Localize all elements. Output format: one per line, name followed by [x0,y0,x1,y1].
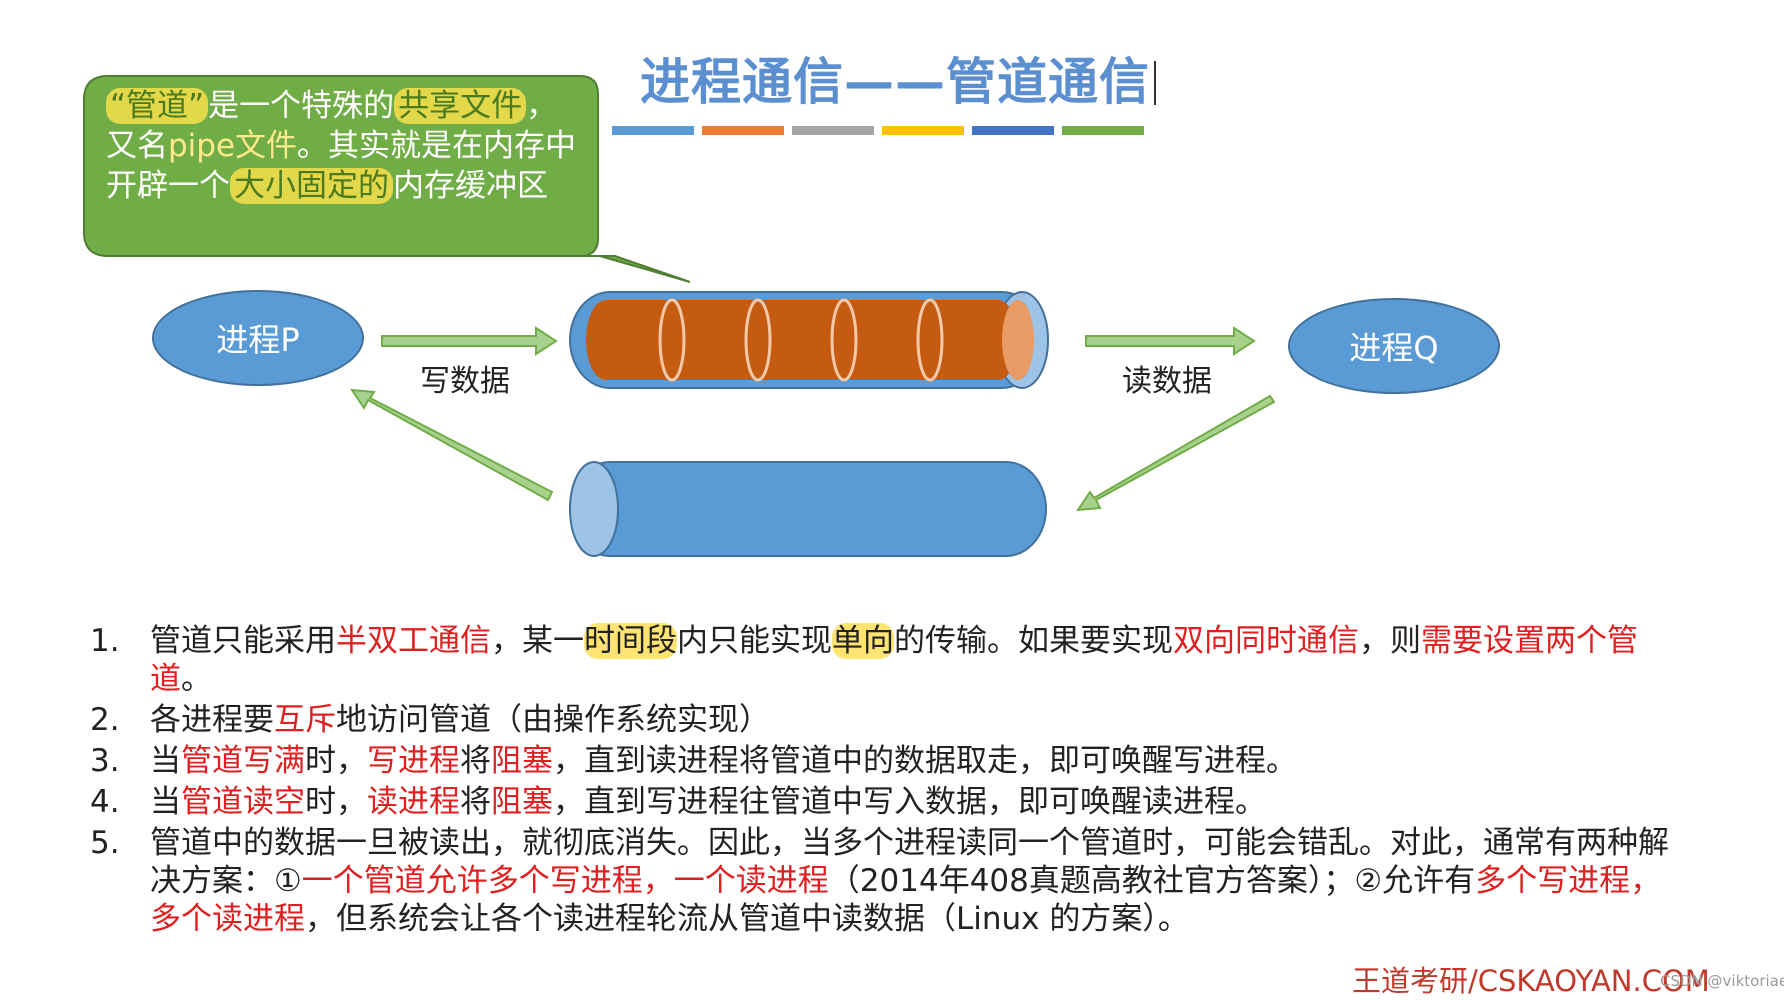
pipe-empty [569,461,1047,557]
callout-pipe-file: pipe文件 [168,128,298,164]
note-1-mark-2: 单向 [832,623,894,659]
note-text: 各进程要互斥地访问管道（由操作系统实现） [150,701,1680,739]
process-p-label: 进程P [216,321,300,359]
note-number: 5. [90,825,120,861]
write-data-label: 写数据 [420,364,510,399]
notes-list: 1. 管道只能采用半双工通信，某一时间段内只能实现单向的传输。如果要实现双向同时… [90,622,1680,941]
callout-shared-file: 共享文件 [394,88,527,124]
brand-footer: 王道考研/CSKAOYAN.COM [1352,964,1710,998]
note-3-red-1: 管道写满 [181,743,305,779]
callout-text-8: 内存缓冲区 [393,168,548,204]
note-text: 管道中的数据一旦被读出，就彻底消失。因此，当多个进程读同一个管道时，可能会错乱。… [150,824,1680,938]
note-item-2: 2. 各进程要互斥地访问管道（由操作系统实现） [90,701,1680,739]
note-2-text-1: 各进程要 [150,702,274,738]
note-2-text-2: 地访问管道（由操作系统实现） [336,702,770,738]
note-number: 1. [90,623,120,659]
note-4-red-2: 读进程 [367,784,460,820]
note-1-text-1: 管道只能采用 [150,623,336,659]
note-4-text-1: 当 [150,784,181,820]
title-bar-yellow [882,126,964,135]
note-item-3: 3. 当管道写满时，写进程将阻塞，直到读进程将管道中的数据取走，即可唤醒写进程。 [90,742,1680,780]
csdn-watermark: CSDN @viktoriae [1660,972,1784,990]
callout-pipe-term: “管道” [106,88,209,124]
note-5-text-1: 管道中的数据一旦被读出，就彻底消失。因此，当多个进程读同一个管道时，可能会错乱。… [150,825,1669,899]
note-3-text-2: 时， [305,743,367,779]
note-item-1: 1. 管道只能采用半双工通信，某一时间段内只能实现单向的传输。如果要实现双向同时… [90,622,1680,698]
read-data-label: 读数据 [1122,364,1212,399]
title-text: 进程通信——管道通信 [640,53,1150,111]
process-q-node: 进程Q [1288,298,1500,394]
note-1-text-6: 。 [181,661,212,697]
note-3-text-3: 将 [460,743,491,779]
note-4-text-4: ，直到写进程往管道中写入数据，即可唤醒读进程。 [553,784,1266,820]
note-5-red-2: 多个写进程，多个读进程 [150,863,1662,937]
process-q-label: 进程Q [1349,329,1439,367]
arrow-read [1085,326,1256,356]
note-1-text-3: 内只能实现 [677,623,832,659]
callout-text-2: 是一个特殊的 [208,88,395,124]
note-3-text-1: 当 [150,743,181,779]
note-item-5: 5. 管道中的数据一旦被读出，就彻底消失。因此，当多个进程读同一个管道时，可能会… [90,824,1680,938]
note-1-red-2: 双向同时通信 [1173,623,1359,659]
note-number: 2. [90,702,120,738]
title-bar-gray [792,126,874,135]
note-1-mark-1: 时间段 [584,623,677,659]
title-bar-green [1062,126,1144,135]
note-3-text-4: ，直到读进程将管道中的数据取走，即可唤醒写进程。 [553,743,1297,779]
arrow-return-left [350,388,554,502]
note-2-red-1: 互斥 [274,702,336,738]
note-text: 当管道读空时，读进程将阻塞，直到写进程往管道中写入数据，即可唤醒读进程。 [150,783,1680,821]
note-1-text-4: 的传输。如果要实现 [894,623,1173,659]
note-1-text-5: ，则 [1359,623,1421,659]
note-text: 当管道写满时，写进程将阻塞，直到读进程将管道中的数据取走，即可唤醒写进程。 [150,742,1680,780]
callout-text: “管道”是一个特殊的共享文件，又名pipe文件。其实就是在内存中开辟一个大小固定… [106,86,586,206]
note-number: 3. [90,743,120,779]
note-4-text-2: 时， [305,784,367,820]
note-3-red-2: 写进程 [367,743,460,779]
title-bar-darkblue [972,126,1054,135]
note-number: 4. [90,784,120,820]
title-bar-orange [702,126,784,135]
callout-fixed-size: 大小固定的 [230,168,393,204]
note-text: 管道只能采用半双工通信，某一时间段内只能实现单向的传输。如果要实现双向同时通信，… [150,622,1680,698]
callout-text-6: 。其实就是在内存中开辟一个 [106,128,577,204]
page-title: 进程通信——管道通信 [640,42,1156,114]
text-cursor [1154,61,1156,105]
note-1-red-1: 半双工通信 [336,623,491,659]
pipe-full [569,291,1049,389]
title-bar-blue [612,126,694,135]
note-item-4: 4. 当管道读空时，读进程将阻塞，直到写进程往管道中写入数据，即可唤醒读进程。 [90,783,1680,821]
note-1-text-2: ，某一 [491,623,584,659]
note-5-text-3: ，但系统会让各个读进程轮流从管道中读数据（Linux 的方案）。 [305,901,1189,937]
process-p-node: 进程P [152,290,364,386]
note-5-text-2: （2014年408真题高教社官方答案）；②允许有 [828,863,1476,899]
arrow-return-right [1076,394,1276,512]
note-5-red-1: 一个管道允许多个写进程，一个读进程 [301,863,829,899]
note-4-red-1: 管道读空 [181,784,305,820]
note-3-red-3: 阻塞 [491,743,553,779]
arrow-write [381,326,558,356]
note-4-text-3: 将 [460,784,491,820]
note-4-red-3: 阻塞 [491,784,553,820]
callout-text-4: ，又名 [106,88,558,164]
note-1-red-3: 需要设置两个管道 [150,623,1638,697]
